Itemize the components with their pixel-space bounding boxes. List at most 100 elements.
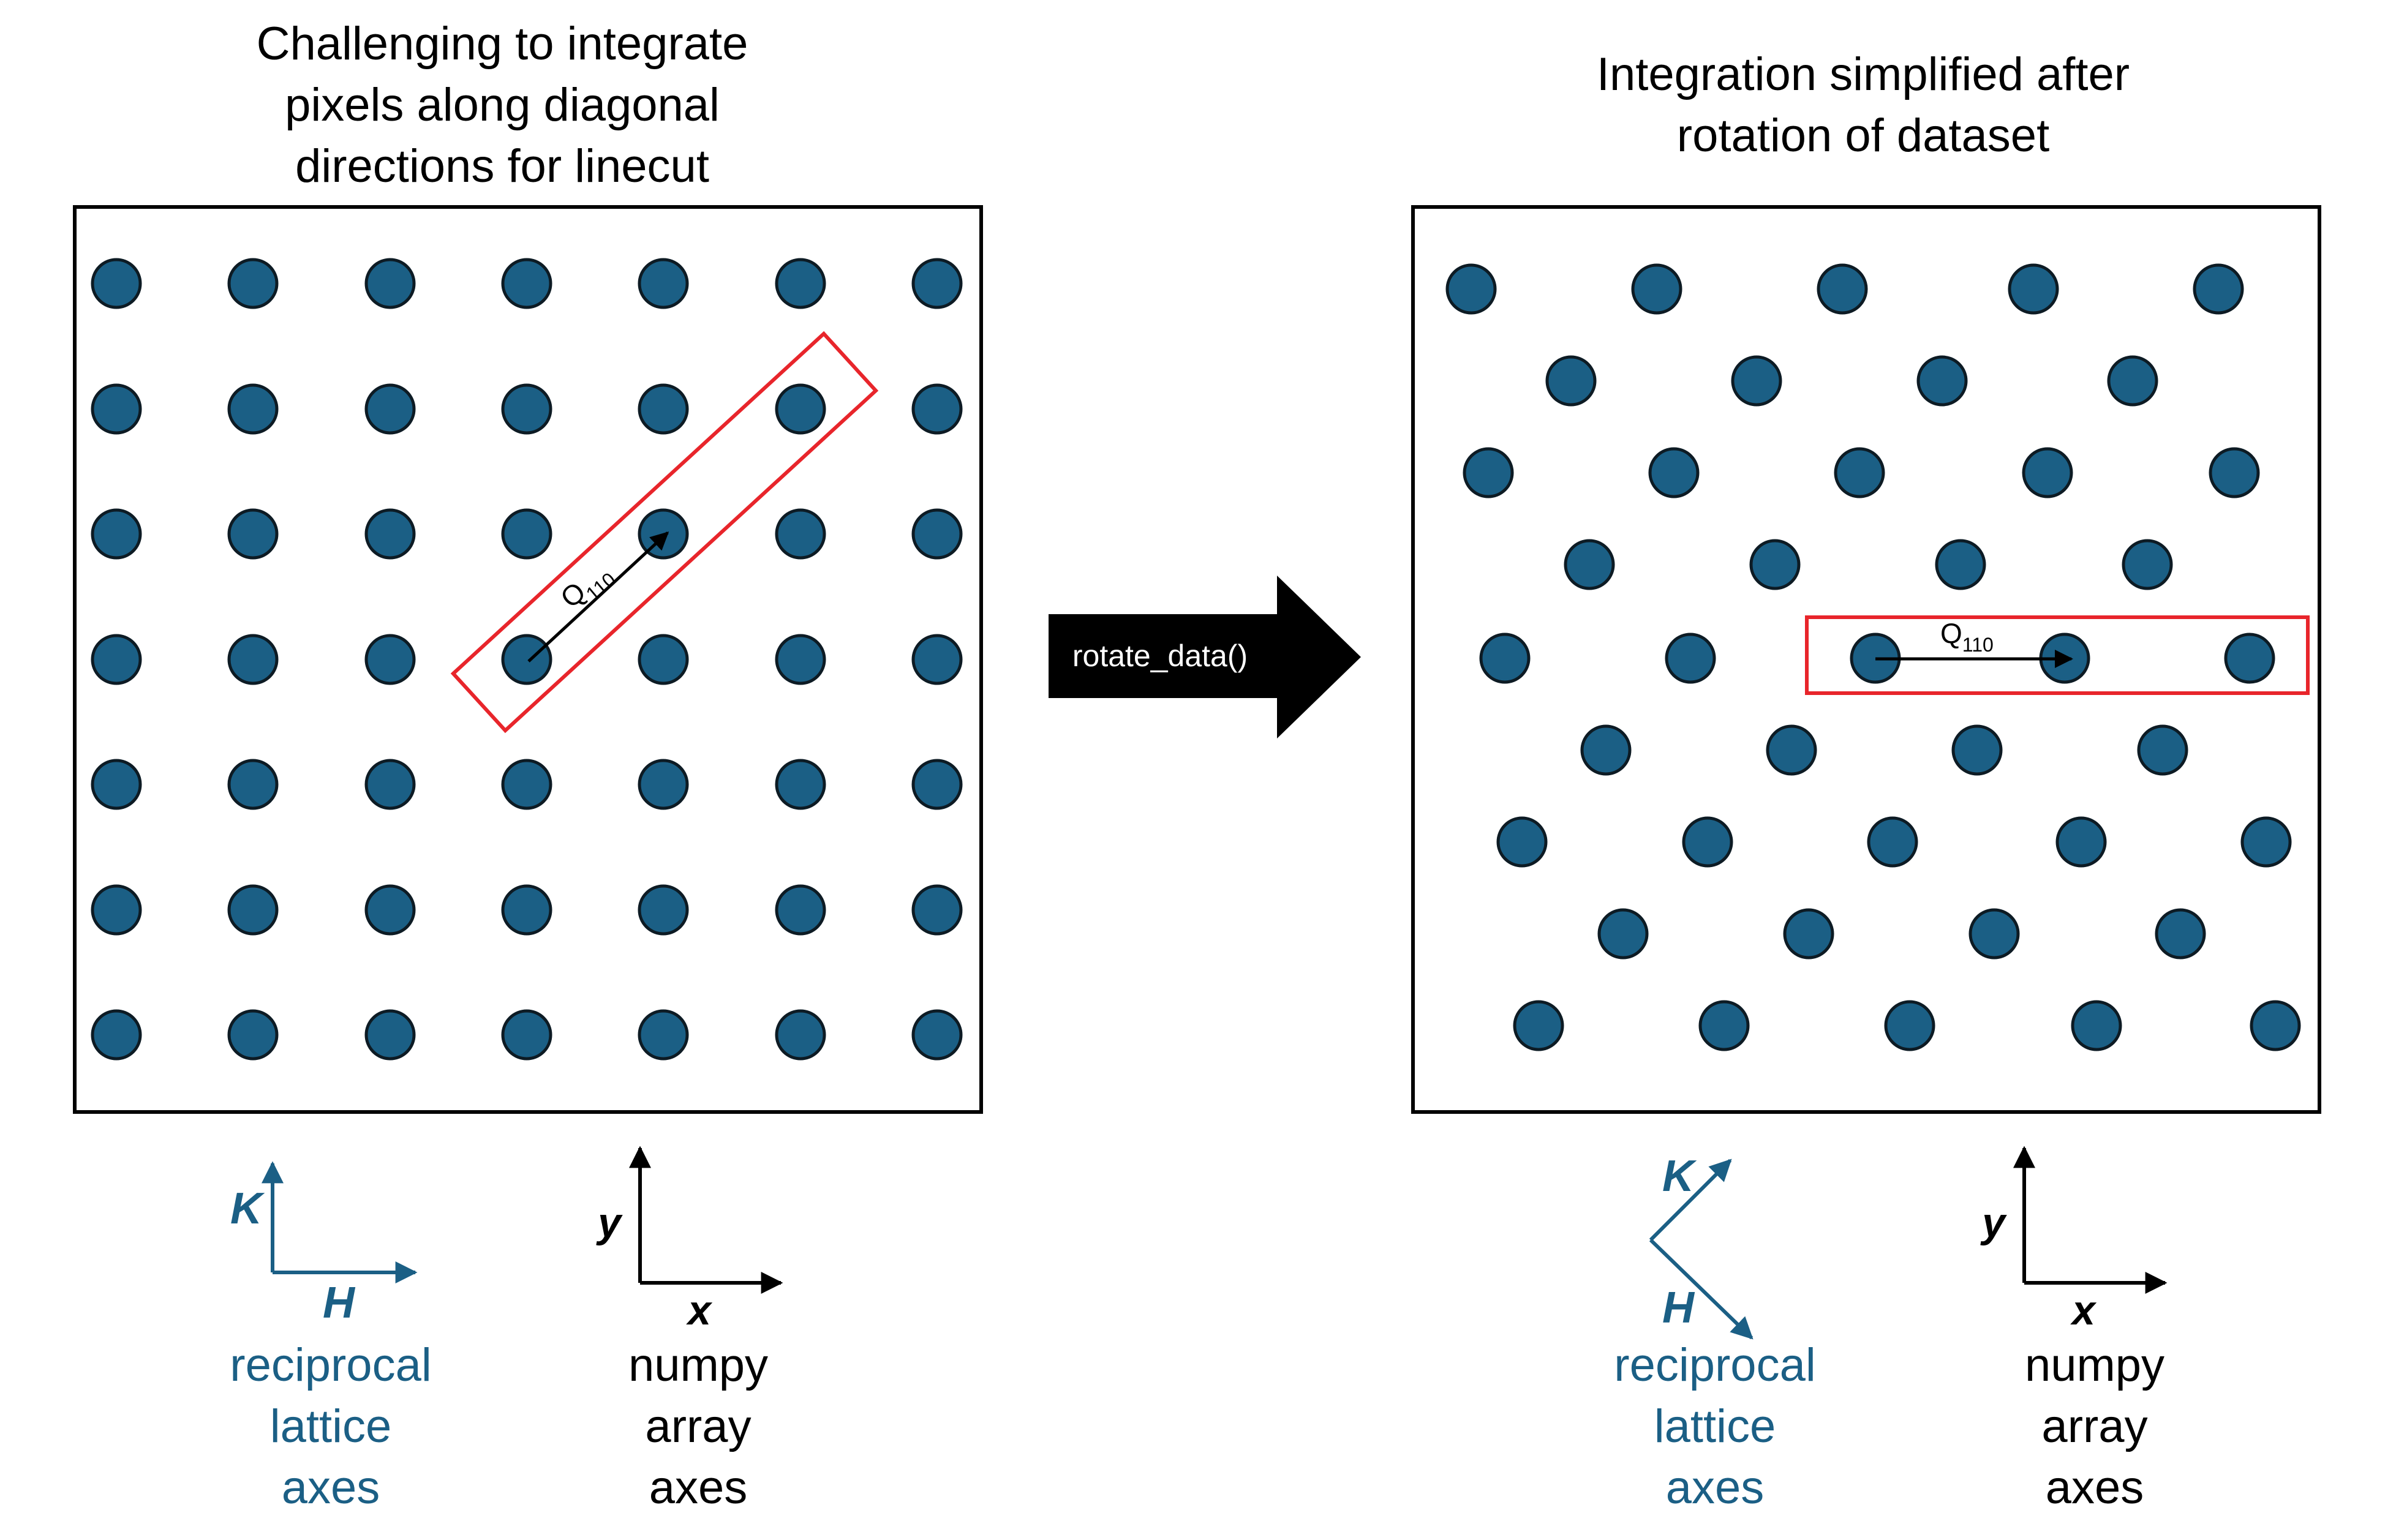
right-lattice-dot xyxy=(2008,263,2059,315)
right-arrow-icon xyxy=(1049,576,1361,738)
left-numpy-caption: numpy array axes xyxy=(551,1335,845,1519)
right-lattice-dot xyxy=(2250,1000,2301,1051)
right-lattice-dot xyxy=(1463,447,1514,498)
right-lattice-dot xyxy=(2209,447,2260,498)
left-k-axis-label: K xyxy=(230,1184,265,1233)
left-lattice-dot xyxy=(227,759,279,810)
right-lattice-dot xyxy=(2055,816,2107,868)
right-lattice-dot xyxy=(1834,447,1885,498)
right-lattice-dot xyxy=(1749,539,1801,590)
left-lattice-dot xyxy=(501,383,552,435)
rotate-data-label: rotate_data() xyxy=(1072,639,1248,673)
left-lattice-dot xyxy=(501,884,552,936)
right-lattice-dot xyxy=(1545,355,1597,407)
right-lattice-dot xyxy=(1445,263,1497,315)
right-lattice-dot xyxy=(2022,447,2073,498)
right-highlight-box xyxy=(1805,615,2310,695)
left-lattice-dot xyxy=(911,759,963,810)
left-x-axis-label: x xyxy=(686,1287,713,1334)
right-recip-caption-line-3: axes xyxy=(1665,1462,1765,1514)
left-reciprocal-caption: reciprocal lattice axes xyxy=(184,1335,478,1519)
left-numpy-caption-line-2: array xyxy=(645,1400,752,1452)
left-lattice-dot xyxy=(91,508,142,560)
right-lattice-dot xyxy=(1682,816,1733,868)
right-numpy-caption: numpy array axes xyxy=(1948,1335,2242,1519)
left-numpy-caption-line-3: axes xyxy=(649,1462,748,1514)
right-lattice-dot xyxy=(2137,724,2188,776)
left-recip-caption-line-2: lattice xyxy=(269,1400,392,1452)
left-lattice-dot xyxy=(911,884,963,936)
left-numpy-axes xyxy=(629,1146,783,1294)
right-numpy-caption-line-3: axes xyxy=(2045,1462,2144,1514)
right-lattice-dot xyxy=(1564,539,1615,590)
right-lattice-dot xyxy=(1935,539,1986,590)
right-k-axis-label: K xyxy=(1662,1152,1697,1201)
right-lattice-dot xyxy=(1513,1000,1564,1051)
left-lattice-dot xyxy=(91,884,142,936)
right-lattice-dot xyxy=(1665,633,1716,684)
right-lattice-dot xyxy=(2071,1000,2122,1051)
left-lattice-dot xyxy=(501,508,552,560)
left-lattice-dot xyxy=(911,634,963,685)
left-q110-vector xyxy=(527,531,669,663)
left-lattice-dot xyxy=(501,258,552,309)
right-title-line-1: Integration simplified after xyxy=(1596,48,2130,100)
left-lattice-dot xyxy=(364,508,416,560)
left-lattice-dot xyxy=(91,1009,142,1061)
right-lattice-dot xyxy=(2193,263,2244,315)
right-reciprocal-caption: reciprocal lattice axes xyxy=(1568,1335,1862,1519)
left-lattice-dot xyxy=(91,634,142,685)
right-numpy-caption-line-2: array xyxy=(2041,1400,2148,1452)
left-recip-caption-line-3: axes xyxy=(281,1462,380,1514)
right-lattice-dot xyxy=(1580,724,1632,776)
right-lattice-dot xyxy=(1496,816,1548,868)
left-numpy-caption-line-1: numpy xyxy=(628,1339,769,1391)
right-h-axis-label: H xyxy=(1662,1283,1695,1332)
left-lattice-dot xyxy=(775,1009,826,1061)
right-lattice-dot xyxy=(1731,355,1782,407)
left-panel-title: Challenging to integrate pixels along di… xyxy=(73,13,931,197)
right-lattice-dot xyxy=(1867,816,1918,868)
right-lattice-dot xyxy=(1968,908,2020,960)
left-lattice-dot xyxy=(638,258,689,309)
right-title-line-2: rotation of dataset xyxy=(1676,110,2050,162)
left-lattice-dot xyxy=(91,383,142,435)
left-lattice-dot xyxy=(638,759,689,810)
left-lattice-dot xyxy=(911,508,963,560)
left-lattice-dot xyxy=(91,258,142,309)
left-lattice-dot xyxy=(775,508,826,560)
right-reciprocal-axes xyxy=(1649,1159,1754,1340)
left-lattice-dot xyxy=(227,508,279,560)
left-recip-caption-line-1: reciprocal xyxy=(230,1339,432,1391)
left-lattice-dot xyxy=(911,1009,963,1061)
right-lattice-dot xyxy=(1479,633,1531,684)
right-lattice-dot xyxy=(1951,724,2003,776)
left-lattice-dot xyxy=(775,759,826,810)
right-lattice-dot xyxy=(2240,816,2292,868)
right-lattice-dot xyxy=(2122,539,2173,590)
left-lattice-dot xyxy=(227,258,279,309)
right-lattice-dot xyxy=(2107,355,2158,407)
right-lattice-dot xyxy=(1631,263,1682,315)
right-lattice-dot xyxy=(1783,908,1834,960)
left-title-line-1: Challenging to integrate xyxy=(256,18,748,70)
right-lattice-dot xyxy=(1698,1000,1750,1051)
right-lattice-dot xyxy=(2224,633,2275,684)
right-panel-title: Integration simplified after rotation of… xyxy=(1434,44,2292,167)
right-recip-caption-line-2: lattice xyxy=(1654,1400,1776,1452)
left-lattice-dot xyxy=(364,1009,416,1061)
left-title-line-2: pixels along diagonal xyxy=(285,79,720,131)
left-lattice-dot xyxy=(638,884,689,936)
right-lattice-dot xyxy=(1817,263,1868,315)
left-lattice-dot xyxy=(638,1009,689,1061)
left-title-line-3: directions for linecut xyxy=(295,140,709,192)
right-lattice-dots xyxy=(1445,263,2301,1051)
left-lattice-dot xyxy=(227,634,279,685)
left-lattice-dot xyxy=(638,383,689,435)
right-x-axis-label: x xyxy=(2070,1287,2097,1334)
right-lattice-dot xyxy=(1648,447,1700,498)
left-lattice-dot xyxy=(775,383,826,435)
left-lattice-dot xyxy=(364,258,416,309)
left-reciprocal-axes xyxy=(262,1161,418,1283)
